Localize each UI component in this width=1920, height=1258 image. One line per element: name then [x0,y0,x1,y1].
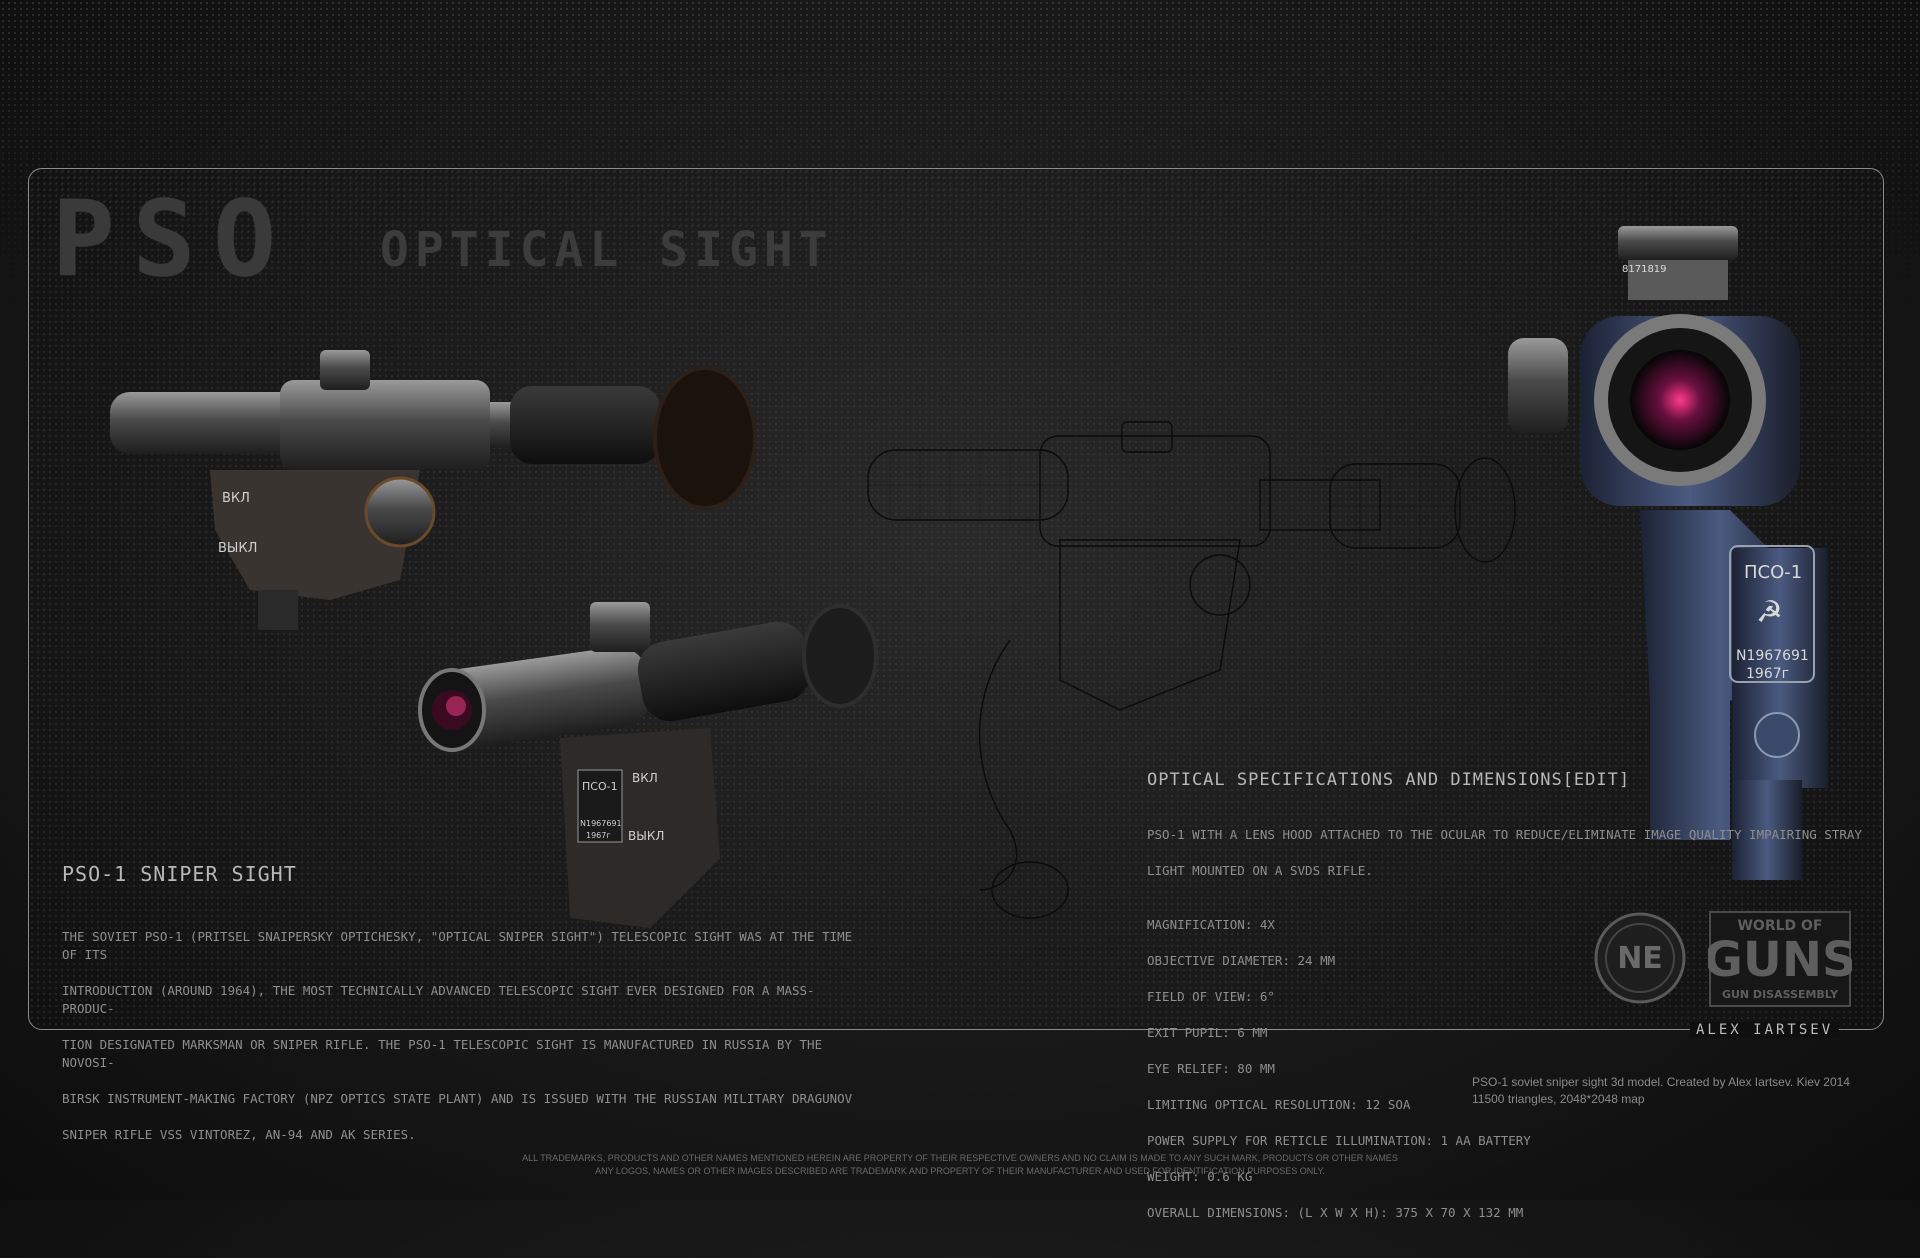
specs-heading: OPTICAL SPECIFICATIONS AND DIMENSIONS[ED… [1147,770,1631,790]
credits-line: 11500 triangles, 2048*2048 map [1472,1092,1645,1106]
scope-render-side: ВКЛ ВЫКЛ [110,350,757,630]
spec-optical-resolution: LIMITING OPTICAL RESOLUTION: 12 SOA [1147,1097,1411,1112]
wog-top-text: WORLD OF [1737,918,1822,934]
wog-bottom-text: GUN DISASSEMBLY [1722,988,1839,1001]
spec-eye-relief: EYE RELIEF: 80 MM [1147,1061,1275,1076]
description-line: BIRSK INSTRUMENT-MAKING FACTORY (NPZ OPT… [62,1091,853,1106]
dot-pattern-background [0,0,1920,300]
legal-notice: ALL TRADEMARKS, PRODUCTS AND OTHER NAMES… [420,1152,1500,1178]
scope-wireframe [867,421,1516,919]
side-model-marking: ПСО-1 [582,780,618,793]
title-pso: PSO [52,178,294,300]
hammer-sickle-icon: ☭ [1756,595,1783,630]
sniper-sight-heading: PSO-1 SNIPER SIGHT [62,862,297,886]
spec-magnification: MAGNIFICATION: 4X [1147,917,1275,932]
side-year-marking: 1967г [586,831,611,840]
description-line: TION DESIGNATED MARKSMAN OR SNIPER RIFLE… [62,1037,823,1070]
content-frame [28,168,1884,1030]
wog-main-text: GUNS [1708,932,1852,988]
top-serial-marking: 8171819 [1622,264,1667,275]
description-line: THE SOVIET PSO-1 (PRITSEL SNAIPERSKY OPT… [62,929,853,962]
model-credits: PSO-1 soviet sniper sight 3d model. Crea… [1472,1074,1850,1108]
legal-line: ALL TRADEMARKS, PRODUCTS AND OTHER NAMES… [522,1153,1398,1163]
specs-intro-line: PSO-1 WITH A LENS HOOD ATTACHED TO THE O… [1147,827,1862,842]
rear-year-marking: 1967г [1746,666,1789,682]
side-switch-off-marking: ВЫКЛ [628,829,664,843]
spec-objective-diameter: OBJECTIVE DIAMETER: 24 MM [1147,953,1336,968]
spec-weight: WEIGHT: 0.6 KG [1147,1169,1253,1184]
spec-overall-dimensions: OVERALL DIMENSIONS: (L X W X H): 375 X 7… [1147,1205,1524,1220]
scope-render-rear: 8171819 ПСО-1 ☭ N1967691 1967г [1508,226,1828,880]
spec-power-supply: POWER SUPPLY FOR RETICLE ILLUMINATION: 1… [1147,1133,1531,1148]
rear-serial-marking: N1967691 [1736,648,1809,664]
description-line: SNIPER RIFLE VSS VINTOREZ, AN-94 AND AK … [62,1127,416,1142]
scope-render-front-angle: ПСО-1 N1967691 1967г ВКЛ ВЫКЛ [418,602,878,928]
switch-off-marking: ВЫКЛ [218,541,257,556]
ne-logo: NE [1594,912,1686,1004]
switch-on-marking: ВКЛ [222,491,250,506]
description-line: INTRODUCTION (AROUND 1964), THE MOST TEC… [62,983,815,1016]
legal-line: ANY LOGOS, NAMES OR OTHER IMAGES DESCRIB… [595,1166,1325,1176]
spec-exit-pupil: EXIT PUPIL: 6 MM [1147,1025,1268,1040]
side-serial-marking: N1967691 [580,819,622,828]
artist-signature: ALEX IARTSEV [1690,1022,1840,1038]
side-switch-on-marking: ВКЛ [632,771,658,785]
world-of-guns-logo: WORLD OF GUNS GUN DISASSEMBLY [1708,911,1852,1007]
specs-intro-line: LIGHT MOUNTED ON A SVDS RIFLE. [1147,863,1373,878]
sniper-sight-description: THE SOVIET PSO-1 (PRITSEL SNAIPERSKY OPT… [62,910,862,1162]
credits-line: PSO-1 soviet sniper sight 3d model. Crea… [1472,1075,1850,1089]
spec-field-of-view: FIELD OF VIEW: 6° [1147,989,1275,1004]
title-optical-sight: OPTICAL SIGHT [380,222,834,278]
ne-logo-text: NE [1617,941,1663,976]
rear-model-marking: ПСО-1 [1744,562,1802,583]
